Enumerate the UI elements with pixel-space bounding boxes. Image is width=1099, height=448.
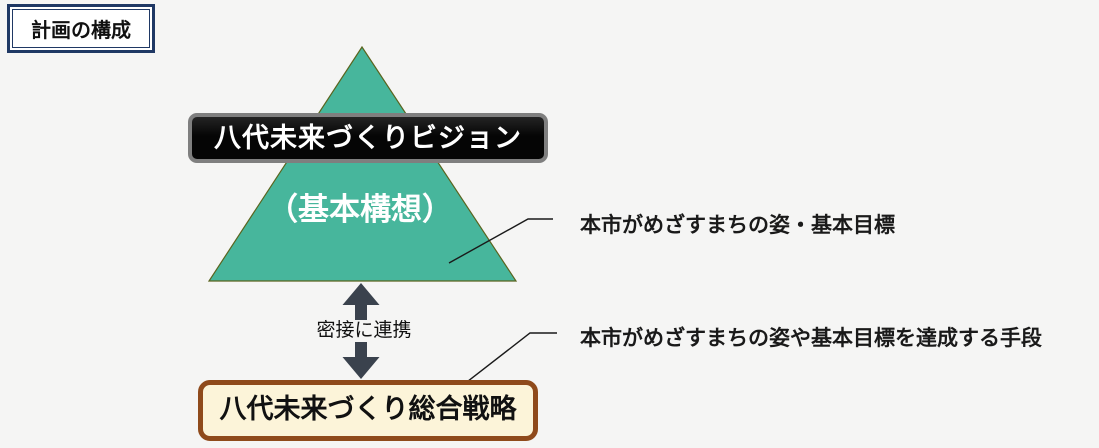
annotation-text: 本市がめざすまちの姿・基本目標 [580, 214, 895, 237]
vision-sub-label: （基本構想） [267, 192, 453, 227]
section-title-box: 計画の構成 [7, 4, 155, 53]
callout-line-1 [448, 218, 553, 264]
vision-banner: 八代未来づくりビジョン [188, 113, 548, 163]
strategy-box: 八代未来づくり総合戦略 [198, 380, 538, 441]
vision-triangle [207, 45, 518, 282]
link-label: 密接に連携 [310, 320, 418, 342]
section-title: 計画の構成 [12, 9, 150, 48]
callout-line-2 [453, 332, 557, 393]
annotation-text: 本市がめざすまちの姿や基本目標を達成する手段 [580, 327, 1042, 350]
